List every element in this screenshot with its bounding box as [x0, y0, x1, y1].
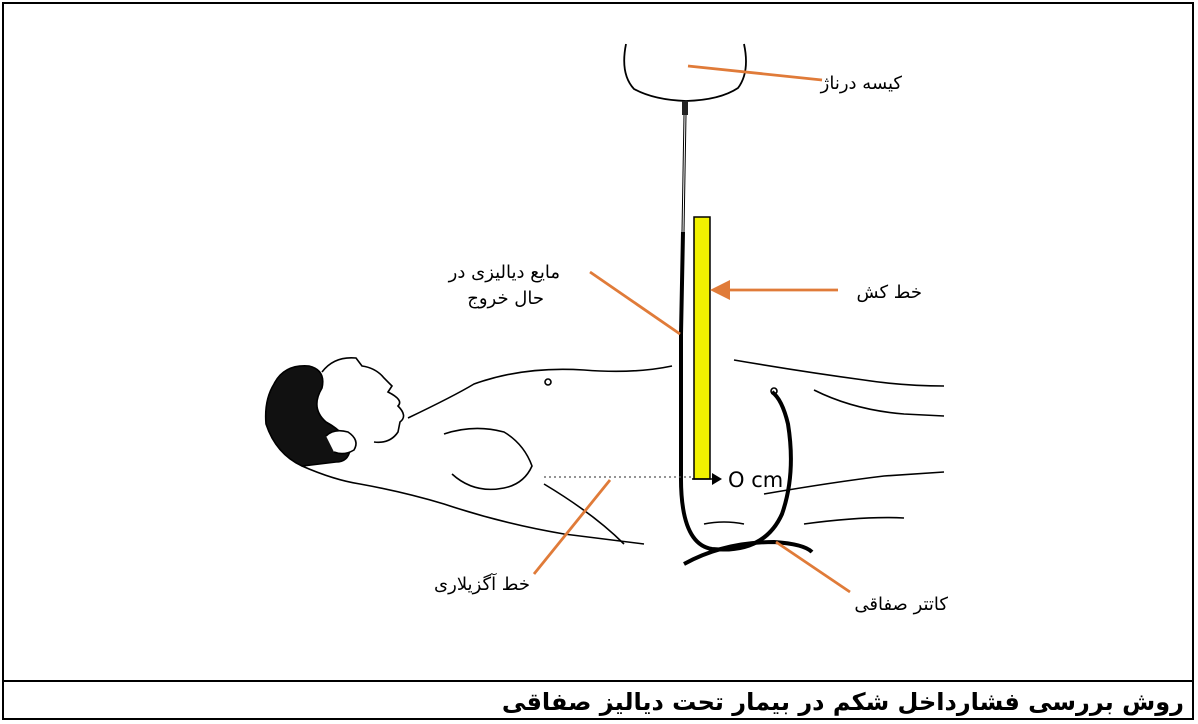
- label-axillary-line: خط آگزیلاری: [434, 572, 530, 595]
- leader-dialysate: [590, 272, 680, 334]
- leader-drainage-bag: [688, 66, 822, 80]
- leader-ruler-arrowhead: [710, 280, 730, 300]
- figure-caption: روش بررسی فشارداخل شکم در بیمار تحت دیال…: [4, 684, 1190, 720]
- label-ruler: خط کش: [857, 282, 922, 303]
- patient-navel: [704, 522, 744, 524]
- zero-mark-label: O cm: [728, 468, 783, 492]
- bag-connector: [682, 101, 688, 115]
- leader-lines: [534, 66, 850, 592]
- label-drainage-bag: کیسه درناژ: [820, 73, 903, 94]
- diagram-canvas: O cm: [4, 4, 1192, 680]
- label-peritoneal-catheter: کاتتر صفاقی: [854, 594, 948, 615]
- patient-back: [302, 466, 644, 544]
- patient-chest-far: [734, 360, 944, 386]
- patient-chest: [408, 366, 672, 418]
- patient-figure: [266, 358, 944, 544]
- leader-catheter: [776, 542, 850, 592]
- patient-abdomen: [814, 390, 944, 416]
- patient-arm: [444, 428, 532, 489]
- zero-arrow-head: [712, 473, 722, 485]
- patient-hip-lower: [804, 518, 904, 524]
- label-dialysate-line1: مایع دیالیزی در: [448, 262, 560, 283]
- ruler: [694, 217, 710, 479]
- label-dialysate-line2: حال خروج: [467, 288, 544, 309]
- caption-divider: [4, 680, 1192, 682]
- drainage-bag: [624, 44, 746, 101]
- patient-nipple: [545, 379, 551, 385]
- leader-axillary: [534, 480, 610, 574]
